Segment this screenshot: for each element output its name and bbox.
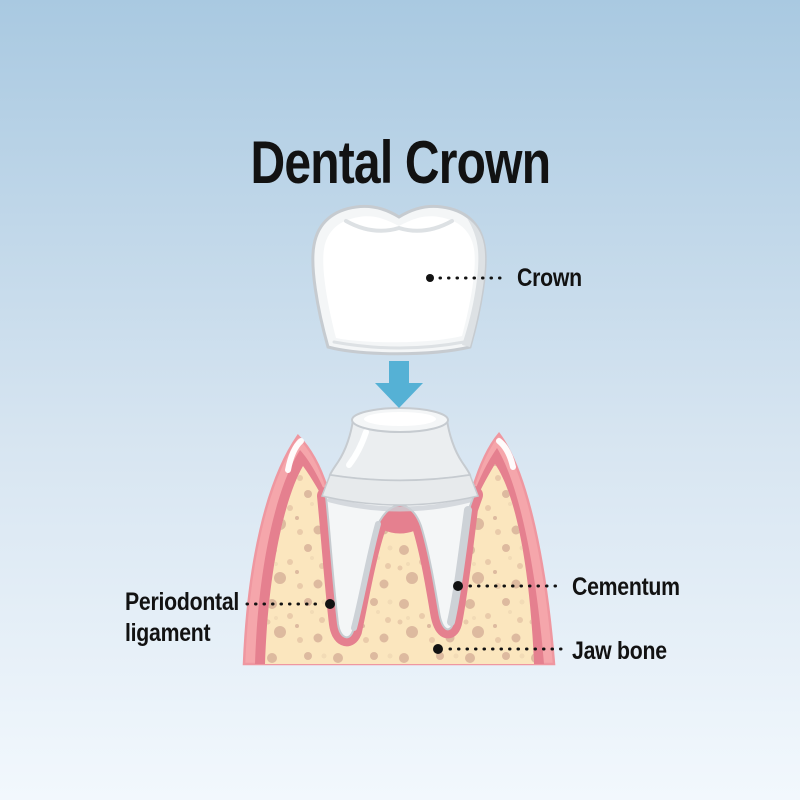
stub-highlight [346,429,369,468]
crown-cusp-groove [344,219,454,233]
page-title: Dental Crown [250,129,551,196]
label-crown: Crown [517,264,582,292]
crown-margin-band [320,474,480,506]
crown-inner-face [323,216,475,343]
right-root-shading [447,506,472,626]
right-gum-highlight [496,438,516,470]
crown-right-shadow [462,218,486,347]
cervical-shading [327,497,473,512]
crown-cap-illustration [311,204,487,356]
label-periodontal-ligament: Periodontal ligament [125,588,240,647]
label-cementum: Cementum [572,573,680,601]
leader-lines [245,274,564,654]
crown-anchor-dot [426,274,434,282]
insertion-arrow [375,361,423,408]
arrow-down-icon [375,361,423,408]
crown-bottom-line [332,340,466,350]
label-jaw-bone: Jaw bone [572,637,667,665]
jaw-bone-anchor-dot [433,644,443,654]
left-gum-highlight [285,438,304,473]
gum-jaw-cross-section [242,407,556,666]
left-root-shading [351,521,381,631]
stub-top-highlight [364,412,436,426]
periodontal-anchor-dot [325,599,335,609]
cementum-anchor-dot [453,581,463,591]
